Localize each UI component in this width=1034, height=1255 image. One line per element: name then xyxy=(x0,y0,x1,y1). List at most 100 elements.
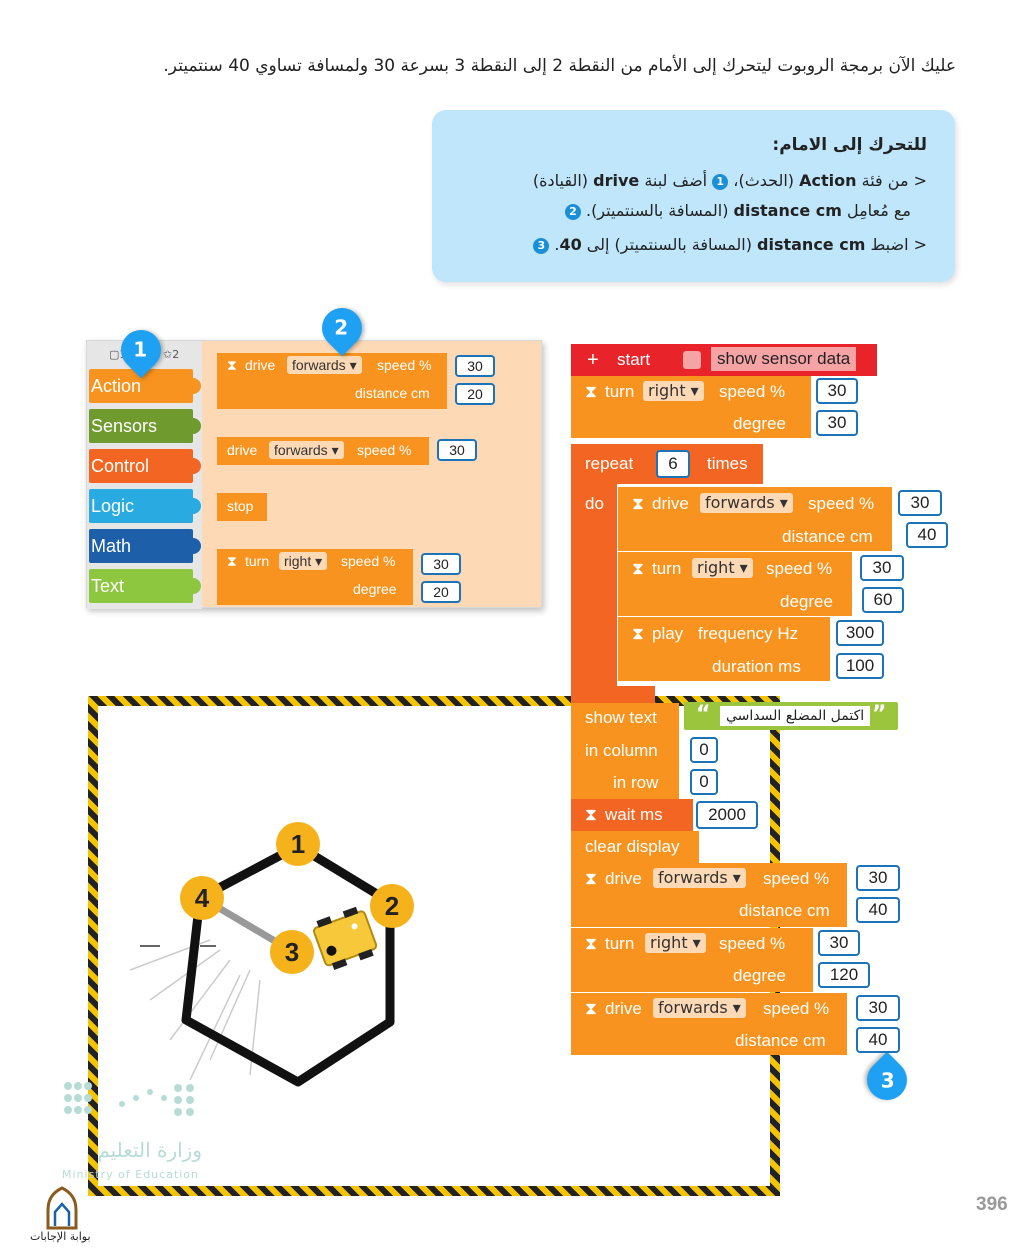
input-value: 30 xyxy=(818,380,856,402)
block-label: drive xyxy=(227,442,258,458)
block-palette: ▢1 ✩2 Action Sensors Control Logic Math … xyxy=(86,340,542,609)
hourglass-icon: ⧗ xyxy=(585,869,597,888)
sensor-checkbox[interactable] xyxy=(683,351,701,369)
block-label: speed % xyxy=(341,553,396,569)
turn-block-1[interactable]: ⧗ turn right ▾ speed % degree xyxy=(571,376,811,438)
degree-input[interactable]: 120 xyxy=(818,962,870,988)
speed-input[interactable]: 30 xyxy=(856,995,900,1021)
turn-block-loop[interactable]: ⧗ turn right ▾ speed % degree xyxy=(618,552,852,616)
ministry-logo-dots xyxy=(64,1082,194,1116)
show-sensor-data-label: show sensor data xyxy=(711,347,857,371)
block-label: turn xyxy=(605,934,635,953)
step-number-2: 2 xyxy=(564,203,581,220)
speed-input[interactable]: 30 xyxy=(455,355,495,377)
toolbar-tab-2[interactable]: ✩2 xyxy=(163,348,180,361)
distance-input[interactable]: 20 xyxy=(455,383,495,405)
callout-title: للتحرك إلى الامام: xyxy=(772,135,927,155)
block-label: degree xyxy=(733,414,786,433)
callout-line-2: مع مُعامِل distance cm (المسافة بالسنتمي… xyxy=(452,196,927,226)
input-value: 20 xyxy=(457,385,493,403)
input-value: 120 xyxy=(820,964,868,986)
direction-dropdown[interactable]: forwards ▾ xyxy=(287,356,362,374)
direction-dropdown[interactable]: forwards ▾ xyxy=(653,998,746,1018)
text-string-block[interactable]: “ اكتمل المضلع السداسي ” xyxy=(684,702,898,730)
speed-input[interactable]: 30 xyxy=(818,930,860,956)
callout-line-3: < اضبط distance cm (المسافة بالسنتميتر) … xyxy=(452,230,927,260)
step-number-1: 1 xyxy=(712,173,729,190)
repeat-count-input[interactable]: 6 xyxy=(656,450,690,478)
block-label: do xyxy=(585,494,604,513)
block-label: degree xyxy=(780,592,833,611)
clear-display-block[interactable]: clear display xyxy=(571,831,699,863)
distance-input[interactable]: 40 xyxy=(856,1027,900,1053)
palette-drive-block[interactable]: drive forwards ▾ speed % xyxy=(217,437,429,465)
block-label: speed % xyxy=(763,999,830,1018)
speed-input[interactable]: 30 xyxy=(856,865,900,891)
site-name: بوابة الإجابات xyxy=(30,1230,91,1243)
direction-dropdown[interactable]: right ▾ xyxy=(279,552,328,570)
category-logic[interactable]: Logic xyxy=(89,489,201,523)
show-text-block[interactable]: show text in column in row xyxy=(571,703,679,799)
play-block[interactable]: ⧗ play frequency Hz duration ms xyxy=(618,617,830,681)
speed-input[interactable]: 30 xyxy=(816,378,858,404)
direction-dropdown[interactable]: right ▾ xyxy=(692,558,753,578)
category-control[interactable]: Control xyxy=(89,449,201,483)
dropdown-value: forwards xyxy=(658,868,728,887)
category-text[interactable]: Text xyxy=(89,569,201,603)
input-value: 40 xyxy=(908,524,946,546)
palette-turn-block[interactable]: ⧗ turn right ▾ speed % degree xyxy=(217,549,413,605)
wait-input[interactable]: 2000 xyxy=(696,801,758,829)
start-block[interactable]: + start show sensor data xyxy=(571,344,877,376)
text-bold: Action xyxy=(799,171,857,190)
direction-dropdown[interactable]: forwards ▾ xyxy=(269,441,344,459)
frequency-input[interactable]: 300 xyxy=(836,620,884,646)
dropdown-value: right xyxy=(697,558,735,577)
direction-dropdown[interactable]: forwards ▾ xyxy=(653,868,746,888)
category-math[interactable]: Math xyxy=(89,529,201,563)
pin-number: 3 xyxy=(880,1068,895,1093)
direction-dropdown[interactable]: right ▾ xyxy=(645,933,706,953)
distance-input[interactable]: 40 xyxy=(906,522,948,548)
category-action[interactable]: Action xyxy=(89,369,201,403)
speed-input[interactable]: 30 xyxy=(437,439,477,461)
speed-input[interactable]: 30 xyxy=(860,555,904,581)
block-label: repeat xyxy=(585,454,634,473)
hourglass-icon: ⧗ xyxy=(632,559,644,578)
text-string-value[interactable]: اكتمل المضلع السداسي xyxy=(720,706,871,726)
input-value: 30 xyxy=(439,441,475,459)
input-value: 40 xyxy=(858,1029,898,1051)
duration-input[interactable]: 100 xyxy=(836,653,884,679)
row-input[interactable]: 0 xyxy=(690,769,718,795)
direction-dropdown[interactable]: forwards ▾ xyxy=(700,493,793,513)
speed-input[interactable]: 30 xyxy=(421,553,461,575)
text-part: مع مُعامِل xyxy=(841,201,911,220)
drive-block-2[interactable]: ⧗ drive forwards ▾ speed % distance cm xyxy=(571,863,847,927)
degree-input[interactable]: 20 xyxy=(421,581,461,603)
distance-input[interactable]: 40 xyxy=(856,897,900,923)
palette-drive-distance-block[interactable]: ⧗ drive forwards ▾ speed % distance cm xyxy=(217,353,447,409)
drive-block-3[interactable]: ⧗ drive forwards ▾ speed % distance cm xyxy=(571,993,847,1055)
block-label: degree xyxy=(733,966,786,985)
input-value: 0 xyxy=(692,771,716,793)
turn-block-2[interactable]: ⧗ turn right ▾ speed % degree xyxy=(571,928,813,992)
drive-block-loop[interactable]: ⧗ drive forwards ▾ speed % distance cm xyxy=(618,487,892,551)
block-label: distance cm xyxy=(355,385,430,401)
direction-dropdown[interactable]: right ▾ xyxy=(643,381,704,401)
degree-input[interactable]: 30 xyxy=(816,410,858,436)
degree-input[interactable]: 60 xyxy=(862,587,904,613)
open-quote-icon: “ xyxy=(696,702,711,727)
pin-number: 2 xyxy=(334,315,349,340)
palette-stop-block[interactable]: stop xyxy=(217,493,267,521)
text-bold: 40 xyxy=(559,235,582,254)
input-value: 0 xyxy=(692,739,716,761)
speed-input[interactable]: 30 xyxy=(898,490,942,516)
block-label: in row xyxy=(613,773,659,792)
input-value: 30 xyxy=(457,357,493,375)
input-value: 30 xyxy=(818,412,856,434)
category-sensors[interactable]: Sensors xyxy=(89,409,201,443)
column-input[interactable]: 0 xyxy=(690,737,718,763)
text-bold: drive xyxy=(593,171,640,190)
wait-block[interactable]: ⧗ wait ms xyxy=(571,799,693,831)
block-label: drive xyxy=(652,494,689,513)
plus-icon[interactable]: + xyxy=(587,349,599,371)
